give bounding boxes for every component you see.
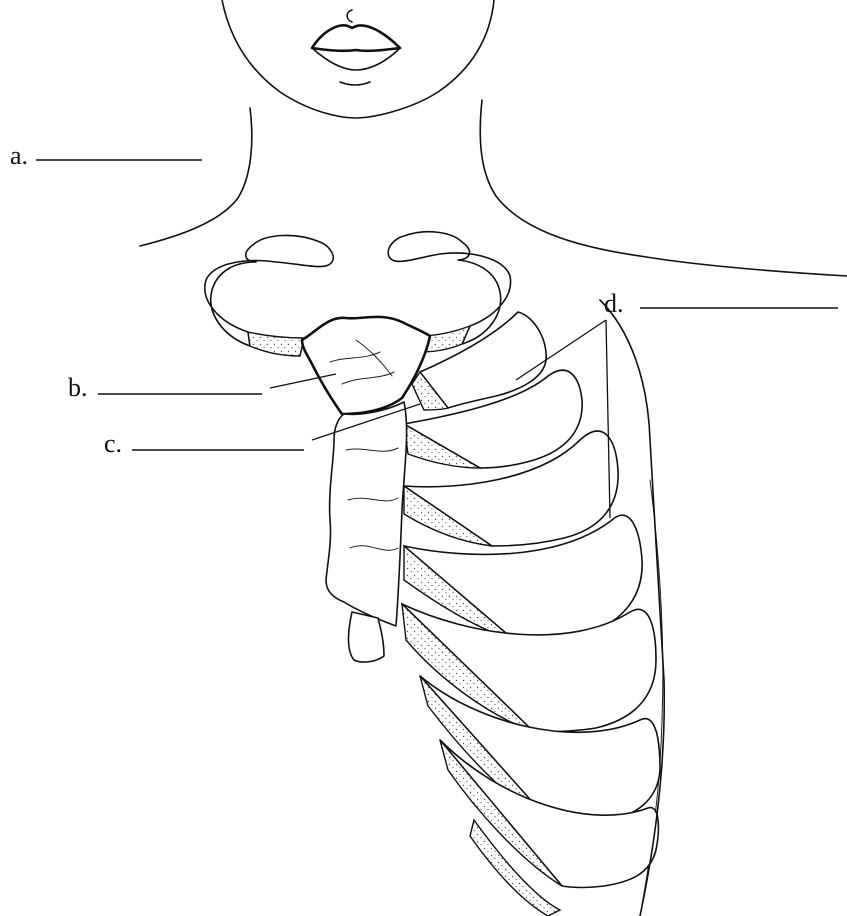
sternum-body bbox=[326, 402, 407, 626]
manubrium bbox=[302, 317, 430, 414]
xiphoid-process bbox=[349, 612, 385, 662]
label-a-letter: a. bbox=[10, 141, 28, 170]
ribs bbox=[402, 300, 664, 916]
lips-illustration bbox=[312, 10, 400, 85]
label-c-letter: c. bbox=[104, 429, 122, 458]
label-b-letter: b. bbox=[68, 373, 88, 402]
label-a: a. bbox=[10, 141, 202, 170]
label-b: b. bbox=[68, 373, 336, 402]
face-outline bbox=[222, 0, 494, 118]
label-d-letter: d. bbox=[604, 289, 624, 318]
